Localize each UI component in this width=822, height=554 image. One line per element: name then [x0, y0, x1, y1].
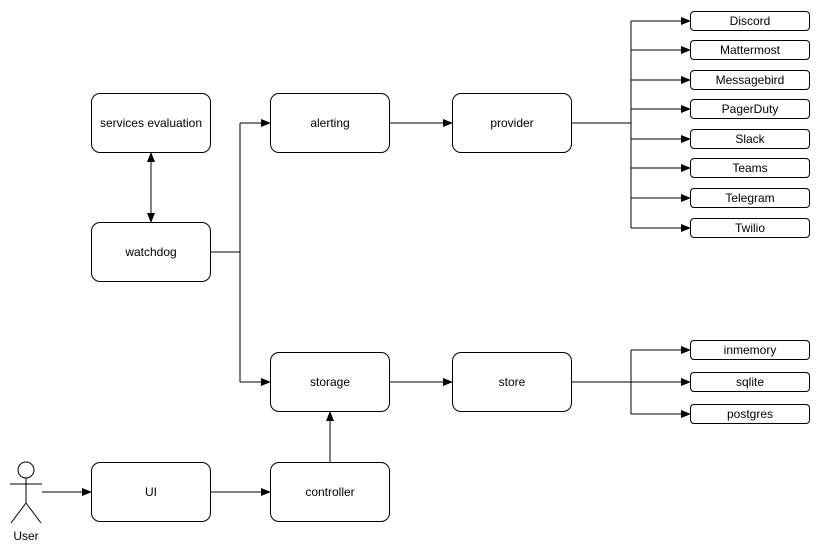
store-target-label: postgres — [726, 406, 774, 421]
node-provider-target-slack: Slack — [690, 129, 810, 149]
node-storage: storage — [270, 352, 390, 412]
node-controller-label: controller — [305, 484, 355, 499]
node-provider-target-messagebird: Messagebird — [690, 70, 810, 90]
node-watchdog: watchdog — [91, 222, 211, 282]
user-actor-icon — [10, 461, 42, 524]
node-provider-target-discord: Discord — [690, 11, 810, 31]
provider-target-label: Telegram — [725, 190, 775, 205]
node-store: store — [452, 352, 572, 412]
store-target-label: sqlite — [735, 374, 764, 389]
node-alerting: alerting — [270, 93, 390, 153]
node-provider-target-pagerduty: PagerDuty — [690, 99, 810, 119]
node-controller: controller — [270, 462, 390, 522]
node-store-target-sqlite: sqlite — [690, 372, 810, 392]
provider-target-label: PagerDuty — [721, 101, 779, 116]
node-ui-label: UI — [145, 484, 157, 499]
node-store-target-postgres: postgres — [690, 404, 810, 424]
node-provider-target-twilio: Twilio — [690, 218, 810, 238]
node-watchdog-label: watchdog — [125, 244, 177, 259]
node-provider-target-telegram: Telegram — [690, 188, 810, 208]
user-actor-label: User — [13, 529, 39, 543]
provider-target-label: Teams — [732, 160, 768, 175]
edge-store-fanout-trunk — [571, 350, 632, 414]
node-storage-label: storage — [309, 374, 351, 389]
edge-provider-fanout-trunk — [571, 21, 632, 228]
provider-target-label: Mattermost — [719, 42, 780, 57]
provider-target-label: Slack — [735, 131, 765, 146]
node-ui: UI — [91, 462, 211, 522]
provider-target-label: Messagebird — [715, 72, 785, 87]
node-services-evaluation-label: services evaluation — [99, 115, 203, 130]
node-provider-target-mattermost: Mattermost — [690, 40, 810, 60]
node-provider-target-teams: Teams — [690, 158, 810, 178]
node-store-target-inmemory: inmemory — [690, 340, 810, 360]
node-store-label: store — [498, 374, 526, 389]
store-target-label: inmemory — [723, 342, 777, 357]
node-provider: provider — [452, 93, 572, 153]
node-provider-label: provider — [490, 115, 534, 130]
provider-target-label: Twilio — [734, 220, 765, 235]
node-services-evaluation: services evaluation — [91, 93, 211, 153]
provider-target-label: Discord — [729, 13, 771, 28]
node-alerting-label: alerting — [310, 115, 350, 130]
